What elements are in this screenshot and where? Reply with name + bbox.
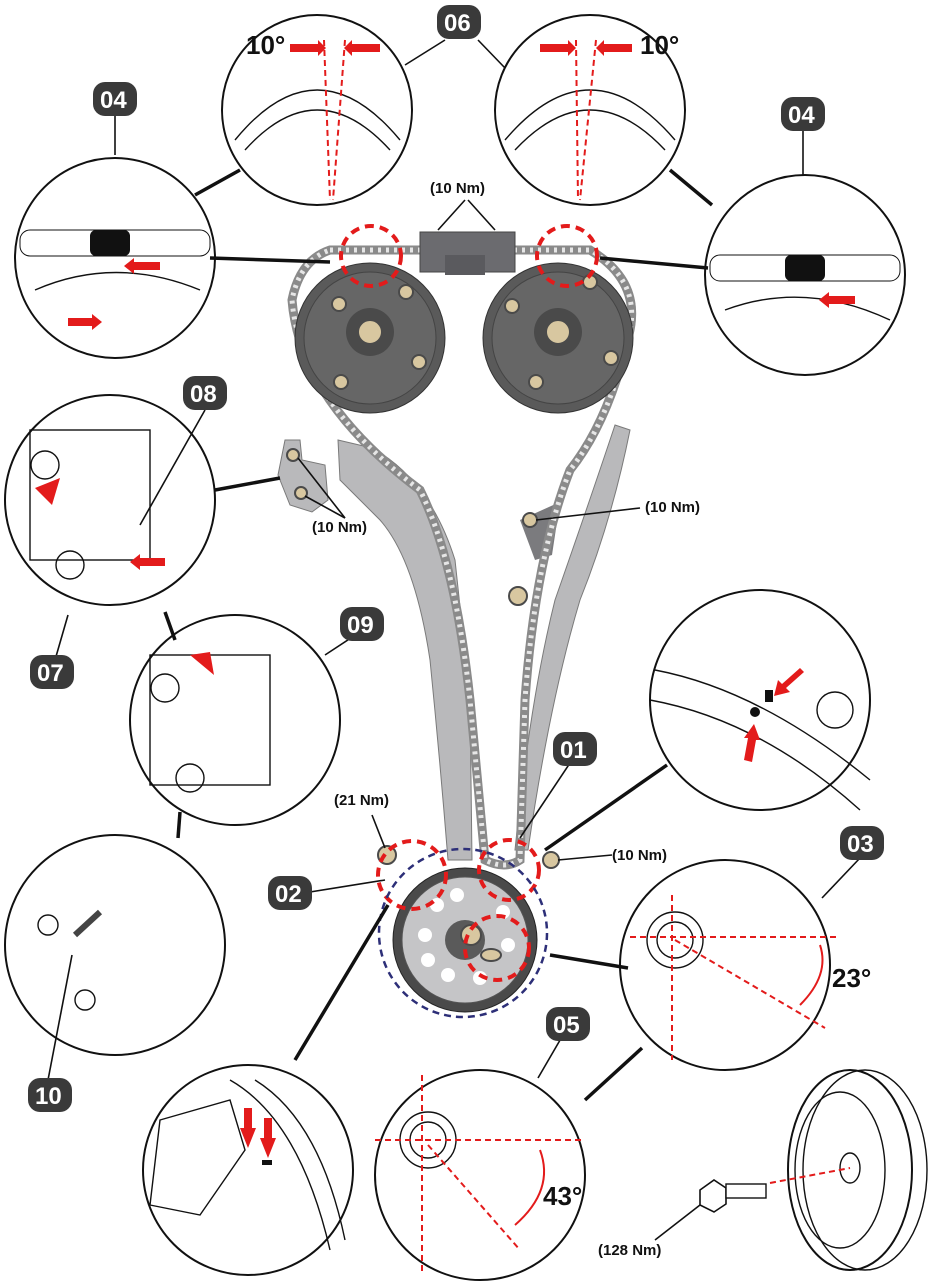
exhaust-cam-sprocket xyxy=(482,262,634,414)
intake-cam-sprocket xyxy=(294,262,446,414)
crankshaft-pulley-bolt xyxy=(699,1179,767,1213)
svg-text:05: 05 xyxy=(553,1012,580,1039)
bracket-bolt-upper xyxy=(286,448,300,462)
detail-02-crank-timing-mark xyxy=(142,1064,354,1276)
svg-text:10: 10 xyxy=(35,1083,62,1110)
marked-chain-link xyxy=(90,230,130,256)
svg-text:04: 04 xyxy=(788,102,815,129)
detail-10-tensioner-pin xyxy=(4,834,226,1056)
svg-text:06: 06 xyxy=(444,10,471,37)
bracket-bolt-lower xyxy=(294,486,308,500)
detail-04-intake-chain-mark xyxy=(14,157,216,359)
torque-crank-pulley-bolt: (128 Nm) xyxy=(598,1242,661,1259)
tensioner-bracket xyxy=(277,439,329,513)
svg-text:07: 07 xyxy=(37,660,64,687)
callout-badge-04-left: 04 xyxy=(93,82,137,116)
lock-pin xyxy=(72,909,103,938)
svg-text:09: 09 xyxy=(347,612,374,639)
guide-bolt-lower xyxy=(542,851,560,869)
timing-mark-highlight-crank xyxy=(463,914,531,982)
marked-chain-link xyxy=(785,255,825,281)
torque-right-guide-lower: (10 Nm) xyxy=(612,847,667,864)
callout-badge-03: 03 xyxy=(840,826,884,860)
crank-sprocket-highlight xyxy=(377,847,549,1019)
main-assembly xyxy=(277,224,637,1019)
torque-tensioner-bracket: (10 Nm) xyxy=(312,519,367,536)
detail-07-tensioner-locked xyxy=(4,394,216,606)
callout-badge-05: 05 xyxy=(546,1007,590,1041)
detail-06-exhaust-cam: 10° xyxy=(494,14,686,206)
timing-mark-highlight-intake xyxy=(339,224,403,288)
angle-label-23: 23° xyxy=(832,963,871,993)
torque-labels: (10 Nm) (10 Nm) (10 Nm) (21 Nm) (10 Nm) … xyxy=(312,180,700,1259)
guide-pivot-bolt xyxy=(508,586,528,606)
callout-badge-02: 02 xyxy=(268,876,312,910)
callout-badge-08: 08 xyxy=(183,376,227,410)
detail-06-intake-cam: 10° xyxy=(221,14,413,206)
callout-badge-07: 07 xyxy=(30,655,74,689)
detail-09-tensioner-compressed xyxy=(129,614,341,826)
right-fixed-guide xyxy=(514,424,631,851)
svg-text:08: 08 xyxy=(190,381,217,408)
callout-badge-10: 10 xyxy=(28,1078,72,1112)
svg-text:03: 03 xyxy=(847,831,874,858)
detail-04-exhaust-chain-mark xyxy=(704,174,906,376)
timing-mark-highlight-exhaust xyxy=(535,224,599,288)
timing-mark-highlight-02 xyxy=(376,839,448,911)
detail-05-crank-43deg: 43° xyxy=(374,1069,586,1281)
detail-crank-key-mark xyxy=(649,589,871,811)
timing-mark-highlight-01 xyxy=(477,838,541,902)
callout-badge-09: 09 xyxy=(340,607,384,641)
torque-cam-guide: (10 Nm) xyxy=(430,180,485,197)
crankshaft-pulley xyxy=(769,1069,928,1271)
angle-label-exhaust: 10° xyxy=(640,30,679,60)
torque-right-guide-upper: (10 Nm) xyxy=(645,499,700,516)
detail-03-crank-23deg: 23° xyxy=(619,859,871,1071)
svg-text:04: 04 xyxy=(100,87,127,114)
callout-badge-01: 01 xyxy=(553,732,597,766)
callout-badge-06: 06 xyxy=(437,5,481,39)
svg-text:02: 02 xyxy=(275,881,302,908)
callout-badge-04-right: 04 xyxy=(781,97,825,131)
torque-tensioner-pivot: (21 Nm) xyxy=(334,792,389,809)
guide-bolt-upper xyxy=(522,512,538,528)
angle-label-43: 43° xyxy=(543,1181,582,1211)
angle-label-intake: 10° xyxy=(246,30,285,60)
svg-text:01: 01 xyxy=(560,737,587,764)
